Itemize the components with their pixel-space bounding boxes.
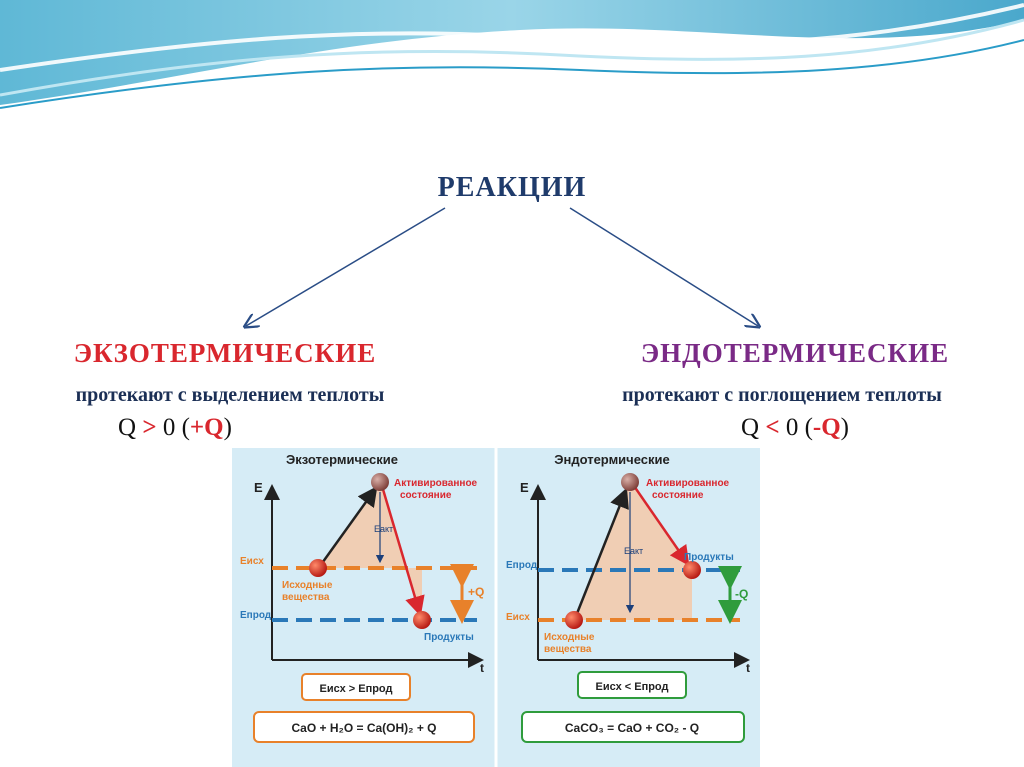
- exo-heading: ЭКЗОТЕРМИЧЕСКИЕ: [73, 338, 377, 368]
- products-ball: [683, 561, 701, 579]
- q-value: -Q: [812, 414, 841, 441]
- q-zero: 0 (: [162, 414, 190, 441]
- e-act-label: Eакт: [374, 524, 393, 534]
- minus-q-label: -Q: [735, 587, 748, 601]
- exo-description: протекают с выделением теплоты: [75, 384, 385, 406]
- exo-relation: Eисх > Eпрод: [320, 683, 393, 695]
- page-title: РЕАКЦИИ: [437, 172, 587, 203]
- e-products-label: Eпрод: [506, 560, 538, 571]
- products-ball: [413, 611, 431, 629]
- endo-diagram-title: Эндотермические: [554, 452, 670, 467]
- products-label: Продукты: [684, 552, 734, 563]
- activated-label-1: Активированное: [646, 478, 730, 489]
- reactants-label-1: Исходные: [544, 632, 595, 643]
- q-zero: 0 (: [785, 414, 813, 441]
- arrow-to-endo: [569, 207, 758, 326]
- endo-description: протекают с поглощением теплоты: [622, 384, 942, 406]
- reactants-label-2: вещества: [544, 644, 592, 655]
- e-initial-label: Eисх: [240, 556, 264, 567]
- branch-arrows: [0, 207, 1024, 340]
- q-symbol: Q: [118, 414, 137, 441]
- axis-e-label: E: [254, 480, 263, 495]
- e-act-label: Eакт: [624, 546, 643, 556]
- plus-q-label: +Q: [468, 585, 484, 599]
- axis-t-label: t: [480, 661, 484, 675]
- endo-heading: ЭНДОТЕРМИЧЕСКИЕ: [640, 338, 950, 368]
- q-value: +Q: [189, 414, 224, 441]
- reactants-ball: [309, 559, 327, 577]
- reactants-label-2: вещества: [282, 592, 330, 603]
- exo-q-formula: Q > 0 (+Q): [60, 414, 290, 442]
- arrow-to-exo: [246, 207, 446, 326]
- q-symbol: Q: [741, 414, 760, 441]
- axis-e-label: E: [520, 480, 529, 495]
- endo-equation: CaCO₃ = CaO + CO₂ - Q: [565, 721, 699, 735]
- products-label: Продукты: [424, 632, 474, 643]
- reactants-ball: [565, 611, 583, 629]
- endo-q-formula: Q < 0 (-Q): [680, 414, 910, 442]
- activated-state-ball: [371, 473, 389, 491]
- activated-label-2: состояние: [652, 490, 704, 501]
- q-close: ): [840, 414, 849, 441]
- energy-diagram: Экзотермические E t Eисх Eпрод Eакт Акти…: [232, 448, 760, 767]
- e-products-label: Eпрод: [240, 610, 272, 621]
- q-close: ): [223, 414, 232, 441]
- exo-equation: CaO + H₂O = Ca(OH)₂ + Q: [291, 721, 436, 735]
- exo-diagram-title: Экзотермические: [286, 452, 398, 467]
- endo-relation: Eисх < Eпрод: [596, 681, 669, 693]
- activated-label-1: Активированное: [394, 478, 478, 489]
- activated-label-2: состояние: [400, 490, 452, 501]
- reactants-label-1: Исходные: [282, 580, 333, 591]
- e-initial-label: Eисх: [506, 612, 530, 623]
- wave-header: [0, 0, 1024, 109]
- greater-sign: >: [142, 414, 157, 441]
- activated-state-ball: [621, 473, 639, 491]
- less-sign: <: [765, 414, 780, 441]
- axis-t-label: t: [746, 661, 750, 675]
